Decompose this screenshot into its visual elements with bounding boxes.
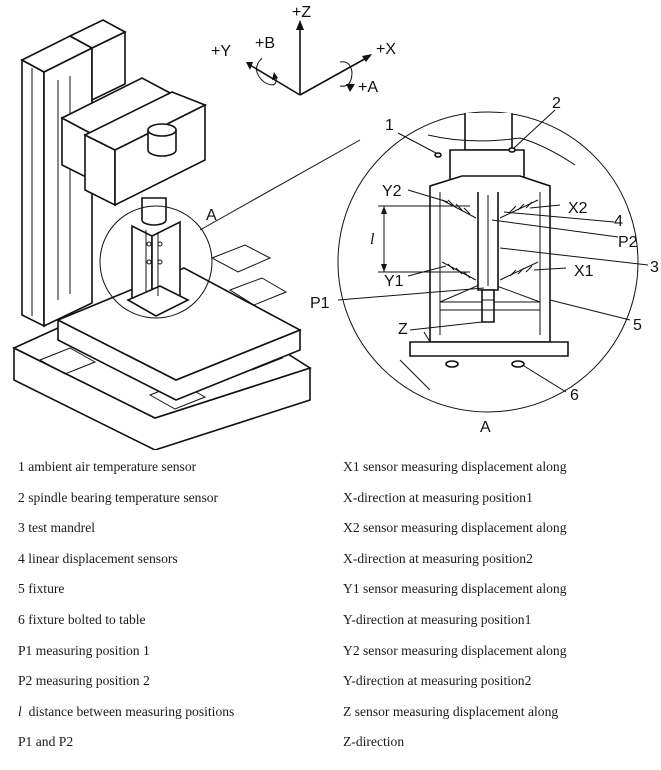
callout-2: 2 <box>552 95 561 112</box>
coordinate-axes: +Z +Y +B +X +A <box>211 4 396 96</box>
legend-item: P1 and P2 <box>18 734 74 750</box>
legend-item: 3 test mandrel <box>18 520 96 536</box>
detail-circle-a <box>99 205 213 319</box>
legend-item: P2 measuring position 2 <box>18 673 150 689</box>
legend-item: 4 linear displacement sensors <box>18 550 178 566</box>
axis-label-z: +Z <box>292 4 311 21</box>
machine-tool-diagram: A +Z +Y +B +X +A <box>12 4 659 450</box>
axis-label-x: +X <box>376 41 396 58</box>
legend-item: Y-direction at measuring position1 <box>343 611 532 627</box>
legend-right-column: X1 sensor measuring displacement along X… <box>343 452 567 758</box>
axis-label-y: +Y <box>211 43 231 60</box>
callout-3: 3 <box>650 259 659 276</box>
callout-1: 1 <box>385 117 394 134</box>
legend-item: 1 ambient air temperature sensor <box>18 459 197 474</box>
legend-item: P1 measuring position 1 <box>18 642 150 658</box>
callout-x2: X2 <box>568 200 588 217</box>
legend-item: 2 spindle bearing temperature sensor <box>18 489 219 505</box>
legend-item: Y1 sensor measuring displacement along <box>343 581 567 597</box>
legend-item: Y-direction at measuring position2 <box>343 673 532 689</box>
legend-item: X-direction at measuring position2 <box>343 550 533 566</box>
legend-item-distance: l distance between measuring positions <box>18 697 234 728</box>
detail-view-circle <box>337 111 639 413</box>
legend-item: 6 fixture bolted to table <box>18 611 146 627</box>
callout-p2: P2 <box>618 234 638 251</box>
dimension-label-l: l <box>370 231 375 248</box>
legend-item: X1 sensor measuring displacement along <box>343 459 567 474</box>
legend-item: Y2 sensor measuring displacement along <box>343 642 567 658</box>
callout-6: 6 <box>570 387 579 404</box>
detail-label-a: A <box>206 207 217 224</box>
legend-item: X-direction at measuring position1 <box>343 489 533 505</box>
callout-5: 5 <box>633 317 642 334</box>
legend-left-column: 1 ambient air temperature sensor 2 spind… <box>18 452 234 758</box>
axis-label-a: +A <box>358 79 378 96</box>
legend-item: X2 sensor measuring displacement along <box>343 520 567 536</box>
callout-x1: X1 <box>574 263 594 280</box>
axis-label-b: +B <box>255 35 275 52</box>
callout-4: 4 <box>614 213 623 230</box>
legend-item: Z-direction <box>343 734 405 750</box>
legend-item: Z sensor measuring displacement along <box>343 703 559 719</box>
legend-symbol-l: l <box>18 703 22 719</box>
callout-y2: Y2 <box>382 183 402 200</box>
callout-p1: P1 <box>310 295 330 312</box>
legend: 1 ambient air temperature sensor 2 spind… <box>0 452 661 770</box>
machine-tool-drawing: A <box>12 19 361 450</box>
callout-y1: Y1 <box>384 273 404 290</box>
legend-item-text: distance between measuring positions <box>28 703 235 719</box>
callout-z: Z <box>398 321 408 338</box>
detail-caption-a: A <box>480 419 491 436</box>
detail-view: l 1 2 3 4 5 6 X2 X1 Y2 Y1 P2 P1 Z A <box>310 95 659 436</box>
legend-item: 5 fixture <box>18 581 65 597</box>
